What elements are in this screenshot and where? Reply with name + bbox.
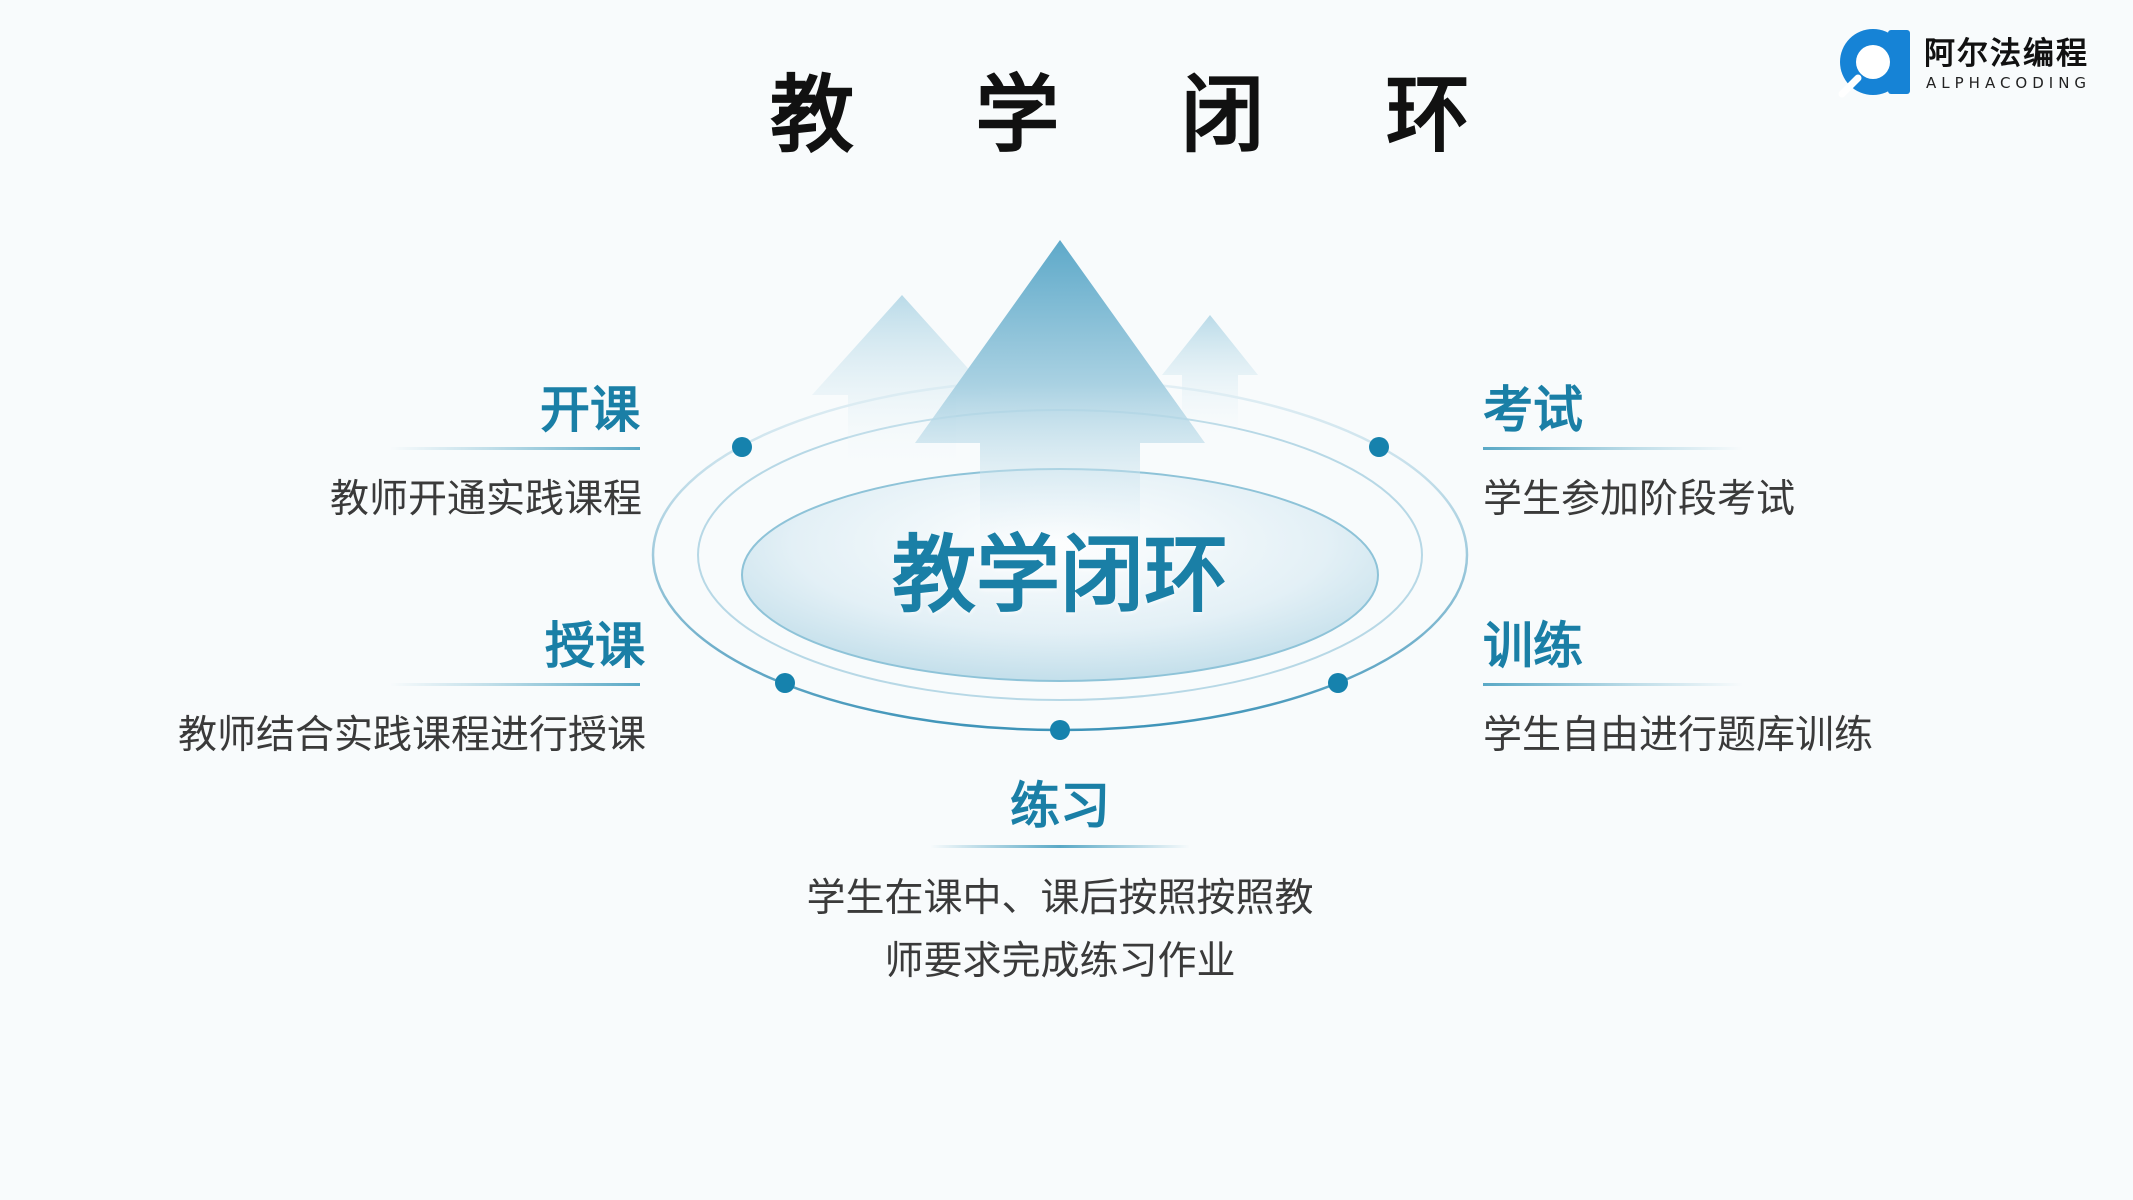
divider-xunlian [1483, 683, 1743, 686]
divider-lianxi [930, 845, 1190, 848]
logo-subtitle: ALPHACODING [1926, 74, 2092, 92]
slide-title: 教 学 闭 环 [770, 65, 1516, 164]
node-desc-shouke: 教师结合实践课程进行授课 [177, 713, 646, 758]
node-desc-kaoshi: 学生参加阶段考试 [1483, 477, 1796, 522]
divider-kaike [390, 447, 640, 450]
logo-name: 阿尔法编程 [1924, 36, 2089, 72]
alphacoding-logo-icon [1838, 29, 1910, 98]
node-desc-xunlian: 学生自由进行题库训练 [1483, 713, 1874, 758]
divider-kaoshi [1483, 447, 1743, 450]
dot-kaoshi [1369, 437, 1389, 457]
node-desc-kaike: 教师开通实践课程 [329, 477, 642, 522]
logo: 阿尔法编程 ALPHACODING [1836, 26, 2096, 106]
dot-xunlian [1328, 673, 1348, 693]
node-desc-lianxi-line1: 学生在课中、课后按照按照教 [806, 876, 1314, 921]
node-title-kaoshi: 考试 [1483, 381, 1583, 439]
arrow-right [1162, 315, 1258, 440]
node-title-kaike: 开课 [540, 381, 640, 439]
dot-lianxi [1050, 720, 1070, 740]
divider-shouke [390, 683, 640, 686]
dot-shouke [775, 673, 795, 693]
node-desc-lianxi-line2: 师要求完成练习作业 [884, 939, 1236, 984]
node-title-xunlian: 训练 [1483, 617, 1583, 675]
center-label: 教学闭环 [891, 526, 1228, 624]
node-title-lianxi: 练习 [1010, 777, 1110, 835]
node-title-shouke: 授课 [545, 617, 645, 675]
arrow-main [915, 240, 1205, 560]
dot-kaike [732, 437, 752, 457]
